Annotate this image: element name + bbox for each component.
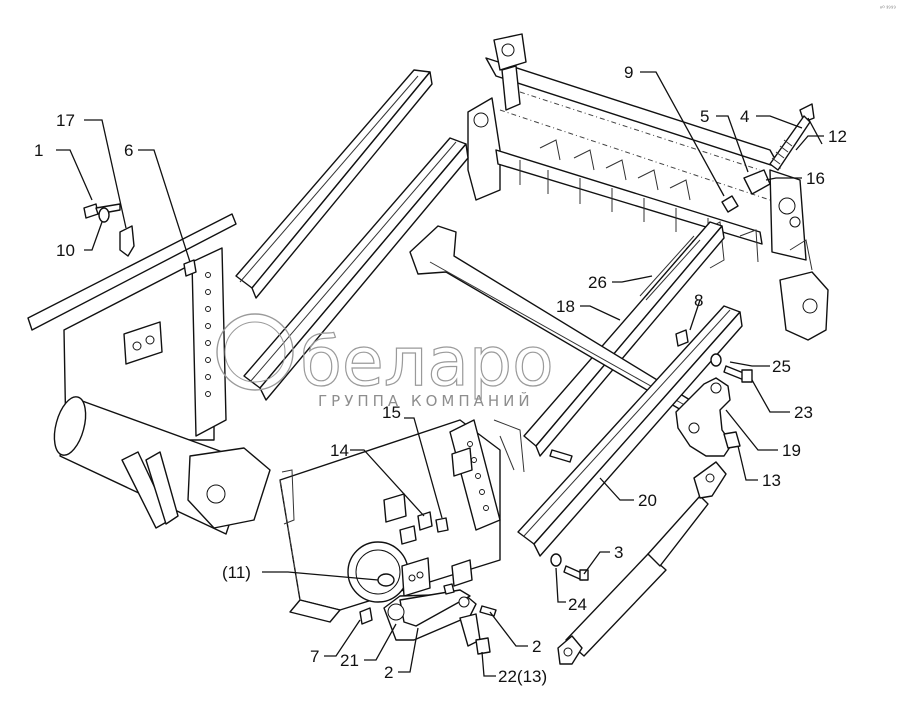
callout-9: 9 [624,63,633,82]
callout-20: 20 [638,491,657,510]
rear-frame [467,33,829,341]
watermark-subtitle: ГРУППА КОМПАНИЙ [318,391,534,410]
callout-1: 1 [34,141,43,160]
rail-upper-left [235,69,433,299]
rail-front-20 [517,305,743,557]
watermark: беларо ГРУППА КОМПАНИЙ [216,313,554,410]
callout-7: 7 [310,647,319,666]
callout-12: 12 [828,127,847,146]
callout-13: 13 [762,471,781,490]
rail-lower-left [243,137,469,401]
callout-24: 24 [568,595,587,614]
callout-22-13: 22(13) [498,667,547,686]
leader-lines [56,71,824,677]
callout-26: 26 [588,273,607,292]
callout-3: 3 [614,543,623,562]
callout-4: 4 [740,107,749,126]
link-plates-21 [383,589,481,647]
callout-25: 25 [772,357,791,376]
callout-6: 6 [124,141,133,160]
callout-5: 5 [700,107,709,126]
callout-11: (11) [222,563,251,582]
callout-labels: 1 17 6 10 9 5 4 12 16 26 18 8 25 23 19 1… [34,63,847,686]
callout-2-lower: 2 [384,663,393,682]
callout-10: 10 [56,241,75,260]
corner-mark: ⁿ⁰ ³⁹⁹⁹ [880,5,896,12]
callout-8: 8 [694,291,703,310]
callout-15: 15 [382,403,401,422]
callout-19: 19 [782,441,801,460]
callout-14: 14 [330,441,349,460]
rail-center-26 [523,221,725,457]
callout-18: 18 [556,297,575,316]
hardware [83,103,823,655]
callout-2-right: 2 [532,637,541,656]
callout-16: 16 [806,169,825,188]
callout-17: 17 [56,111,75,130]
bracket-19 [675,377,733,457]
callout-23: 23 [794,403,813,422]
callout-21: 21 [340,651,359,670]
watermark-brand: беларо [300,323,554,402]
left-frame [27,213,525,623]
hydraulic-cylinder [557,461,727,665]
